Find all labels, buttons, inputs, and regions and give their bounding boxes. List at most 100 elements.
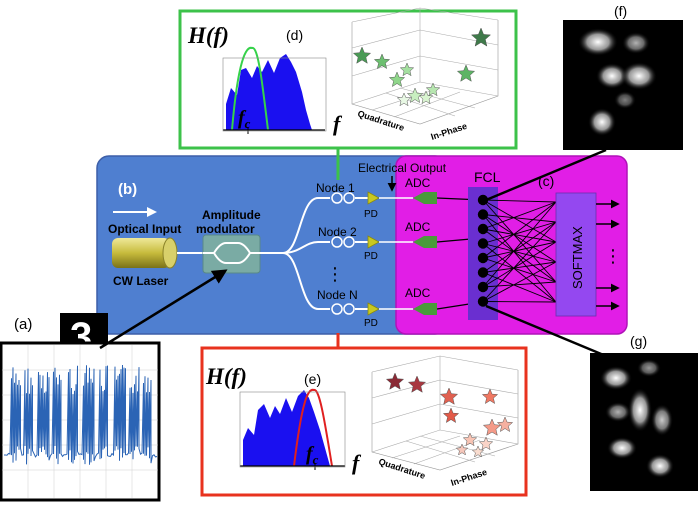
constellation-star bbox=[455, 443, 469, 456]
pd-1-label: PD bbox=[364, 209, 378, 220]
constellation-star bbox=[399, 62, 415, 77]
panel-label-g: (g) bbox=[630, 333, 647, 349]
cw-laser bbox=[112, 237, 178, 269]
fcl-connection-line bbox=[482, 214, 557, 263]
fcl-connection-line bbox=[482, 243, 557, 303]
fcl-connection-line bbox=[482, 214, 557, 303]
electrical-output-label: Electrical Output bbox=[358, 161, 447, 175]
adc-n: ADC bbox=[379, 286, 437, 315]
constellation-star bbox=[352, 46, 372, 64]
constellation-star bbox=[388, 71, 406, 88]
input-to-modulator-arrow bbox=[99, 269, 228, 350]
fcl-connection-line bbox=[482, 241, 557, 259]
fcl-connection-line bbox=[482, 221, 557, 244]
top-filter-curve bbox=[231, 46, 269, 131]
top-hf-label: H(f) bbox=[187, 23, 229, 48]
constellation-star bbox=[482, 418, 502, 436]
softmax-outputs bbox=[596, 199, 620, 311]
node-2: Node 2 PD bbox=[318, 225, 380, 262]
fcl-connection-line bbox=[482, 201, 557, 230]
constellation-star bbox=[442, 407, 460, 424]
top-spectrum-fill bbox=[226, 54, 312, 130]
fcl-connection-line bbox=[482, 281, 557, 288]
top-constellation-3d bbox=[351, 7, 499, 125]
node-ellipsis: ⋮ bbox=[326, 264, 344, 284]
pd-n-label: PD bbox=[364, 318, 378, 329]
amplitude-modulator bbox=[202, 234, 261, 274]
adc-2: ADC bbox=[379, 220, 437, 248]
bottom-constellation-points bbox=[385, 372, 514, 458]
fcl-connection-line bbox=[482, 201, 557, 259]
panel-label-b: (b) bbox=[118, 181, 137, 198]
panel-label-d: (d) bbox=[286, 27, 303, 43]
fcl-to-feature-f bbox=[485, 148, 607, 202]
bottom-constellation-3d bbox=[371, 355, 519, 471]
fcl-connections bbox=[482, 199, 557, 303]
output-ellipsis: ⋮ bbox=[604, 246, 622, 266]
softmax-layer bbox=[555, 192, 597, 317]
cw-laser-label: CW Laser bbox=[113, 274, 169, 288]
constellation-star bbox=[496, 416, 514, 433]
constellation-star bbox=[418, 90, 434, 105]
bottom-hf-label: H(f) bbox=[205, 364, 247, 389]
node-1-label: Node 1 bbox=[316, 181, 355, 195]
fcl-to-feature-g bbox=[485, 304, 607, 358]
optical-input-label: Optical Input bbox=[108, 222, 181, 236]
top-fc-label: fc bbox=[238, 107, 251, 131]
constellation-star bbox=[439, 387, 459, 405]
bottom-f-label: f bbox=[352, 450, 362, 475]
fcl-connection-line bbox=[482, 228, 557, 243]
node-n-label: Node N bbox=[317, 288, 358, 302]
fcl-connection-line bbox=[482, 272, 557, 303]
fcl-connection-line bbox=[482, 261, 557, 273]
pd-2-label: PD bbox=[364, 251, 378, 262]
fcl-connection-line bbox=[482, 301, 557, 303]
fcl-connection-line bbox=[482, 243, 557, 263]
bottom-filter-curve bbox=[293, 388, 333, 467]
panel-label-f: (f) bbox=[614, 3, 627, 19]
panel-label-a: (a) bbox=[14, 316, 32, 333]
constellation-star bbox=[373, 53, 391, 70]
adc-1-label: ADC bbox=[405, 176, 431, 190]
spectrum-frame-top bbox=[178, 9, 518, 150]
photodiode-1 bbox=[367, 191, 380, 205]
constellation-star bbox=[481, 388, 499, 405]
constellation-star bbox=[456, 64, 476, 82]
adc-n-label: ADC bbox=[405, 286, 431, 300]
top-inphase-label: In-Phase bbox=[430, 121, 469, 142]
feature-map-f bbox=[563, 20, 683, 150]
fcl-connection-line bbox=[482, 241, 557, 288]
fcl-connection-line bbox=[482, 228, 557, 283]
photodiode-2 bbox=[367, 235, 380, 249]
input-waveform bbox=[4, 364, 158, 465]
fcl-label: FCL bbox=[474, 169, 501, 185]
constellation-star bbox=[407, 375, 427, 393]
fcl-connection-line bbox=[482, 199, 557, 203]
top-quadrature-label: Quadrature bbox=[356, 108, 405, 133]
node-2-label: Node 2 bbox=[318, 225, 357, 239]
spectrum-frame-bottom bbox=[200, 346, 528, 497]
constellation-star bbox=[406, 87, 424, 104]
adc-2-label: ADC bbox=[405, 220, 431, 234]
modulator-label-line2: modulator bbox=[196, 222, 255, 236]
fcl-connection-line bbox=[482, 214, 557, 223]
photodiode-n bbox=[367, 302, 380, 316]
node-n: Node N PD bbox=[317, 288, 380, 329]
top-spectrum-plot bbox=[222, 46, 327, 134]
fiber-splitter bbox=[260, 197, 330, 310]
constellation-star bbox=[385, 372, 405, 390]
softmax-label: SOFTMAX bbox=[570, 226, 585, 289]
fcl-connection-line bbox=[482, 201, 557, 288]
bottom-spectrum-fill bbox=[243, 390, 330, 466]
constellation-star bbox=[471, 445, 485, 458]
constellation-star bbox=[470, 27, 492, 47]
constellation-star bbox=[462, 432, 478, 447]
modulator-label-line1: Amplitude bbox=[202, 208, 261, 222]
fcl-connection-line bbox=[482, 261, 557, 302]
panel-label-e: (e) bbox=[304, 371, 321, 387]
feature-map-g bbox=[590, 353, 698, 491]
node-1: Node 1 PD bbox=[316, 181, 380, 220]
top-constellation-points bbox=[352, 27, 492, 107]
top-f-label: f bbox=[333, 111, 343, 136]
